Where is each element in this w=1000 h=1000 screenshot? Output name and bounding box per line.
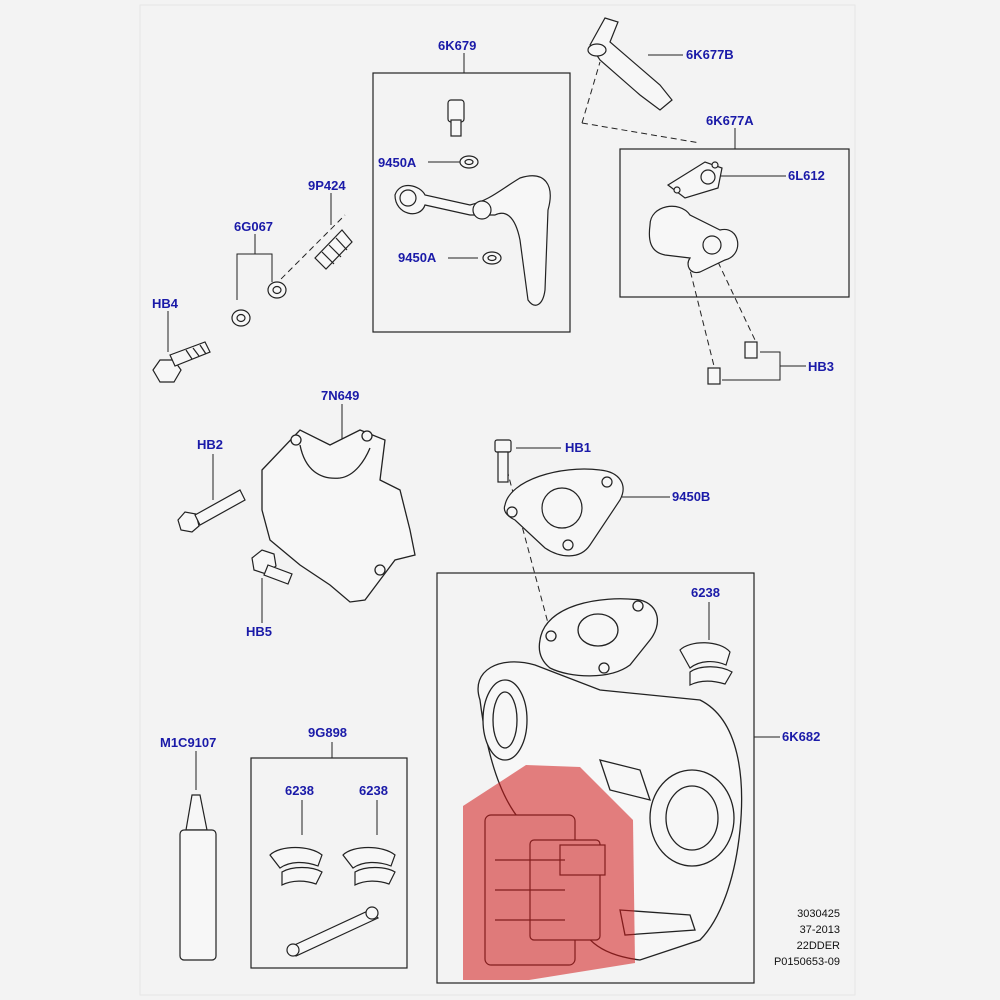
reference-block: 3030425 37-2013 22DDER P0150653-09: [720, 906, 840, 970]
assembly-lines: [273, 61, 756, 639]
label-hb5: HB5: [246, 624, 273, 639]
label-9450b: 9450B: [672, 489, 711, 504]
label-9450a-top: 9450A: [378, 155, 417, 170]
label-6l612: 6L612: [788, 168, 825, 183]
label-6238-turbo: 6238: [691, 585, 720, 600]
ref-model: 22DDER: [796, 940, 840, 952]
bracket-drawing: [261, 429, 416, 603]
label-m1c9107: M1C9107: [160, 735, 217, 750]
label-hb1: HB1: [565, 440, 592, 455]
group-box-6k682: [436, 572, 755, 984]
bolt-hb5-drawing: [251, 549, 293, 585]
return-pipe-drawing: [587, 17, 673, 111]
ref-code: 3030425: [797, 908, 840, 920]
label-6k679: 6K679: [438, 38, 477, 53]
label-9450a-bottom: 9450A: [398, 250, 437, 265]
group-box-6k679: [372, 72, 571, 333]
group-box-9g898: [250, 757, 408, 969]
return-flange-drawing: [648, 161, 758, 385]
label-6k682: 6K682: [782, 729, 821, 744]
sealant-tube-drawing: [179, 794, 217, 961]
bolt-hb4-drawing: [152, 229, 353, 383]
ref-date: 37-2013: [799, 924, 840, 936]
label-6g067: 6G067: [234, 219, 274, 234]
label-hb3: HB3: [808, 359, 835, 374]
clips-6238-drawing: [269, 642, 733, 957]
label-6k677a: 6K677A: [706, 113, 754, 128]
leader-lines: [167, 53, 806, 835]
label-9p424: 9P424: [308, 178, 346, 193]
label-6238-kit-right: 6238: [359, 783, 388, 798]
ref-part-number: P0150653-09: [773, 956, 840, 968]
label-hb4: HB4: [152, 296, 179, 311]
label-6238-kit-left: 6238: [285, 783, 314, 798]
bolt-hb2-drawing: [177, 489, 246, 533]
label-6k677b: 6K677B: [686, 47, 734, 62]
label-7n649: 7N649: [321, 388, 360, 403]
label-9g898: 9G898: [308, 725, 348, 740]
highlight-actuator: [463, 765, 635, 980]
gasket-9450b-drawing: [494, 439, 624, 557]
oil-pipe-drawing: [394, 99, 551, 306]
label-hb2: HB2: [197, 437, 224, 452]
